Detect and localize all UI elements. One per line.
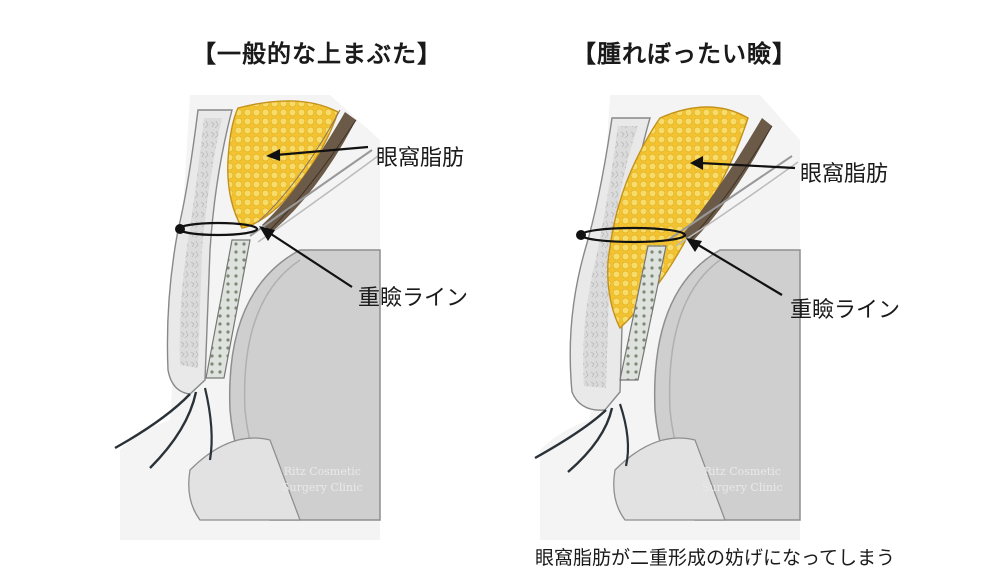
left-eyelid-illustration <box>114 95 381 540</box>
left-crease-dot <box>175 224 185 234</box>
right-crease-label: 重瞼ライン <box>790 298 901 323</box>
left-fat-arrow <box>275 145 369 157</box>
right-tarsal-strip <box>619 245 667 381</box>
right-levator-muscle <box>682 118 772 242</box>
left-tarsal-strip <box>205 239 251 379</box>
right-lower-lid <box>613 437 726 521</box>
left-orbital-fat <box>227 100 339 229</box>
right-fat-arrow <box>699 161 796 170</box>
left-lower-lid <box>188 437 301 521</box>
right-eyelid-illustration <box>534 95 801 540</box>
right-watermark: Ritz Cosmetic Surgery Clinic <box>702 465 783 494</box>
right-fat-label: 眼窩脂肪 <box>800 162 889 187</box>
left-crease-label: 重瞼ライン <box>358 286 469 311</box>
right-crease-dot <box>576 230 586 240</box>
left-watermark: Ritz Cosmetic Surgery Clinic <box>282 465 363 494</box>
left-panel-title: 【一般的な上まぶた】 <box>192 40 442 68</box>
diagram-caption: 眼窩脂肪が二重形成の妨げになってしまう <box>535 547 896 569</box>
left-fat-label: 眼窩脂肪 <box>376 146 465 171</box>
left-crease-arrow <box>267 231 353 288</box>
left-levator-muscle <box>262 112 356 232</box>
right-crease-arrow <box>694 242 783 296</box>
right-panel-title: 【腫れぼったい瞼】 <box>572 40 797 68</box>
